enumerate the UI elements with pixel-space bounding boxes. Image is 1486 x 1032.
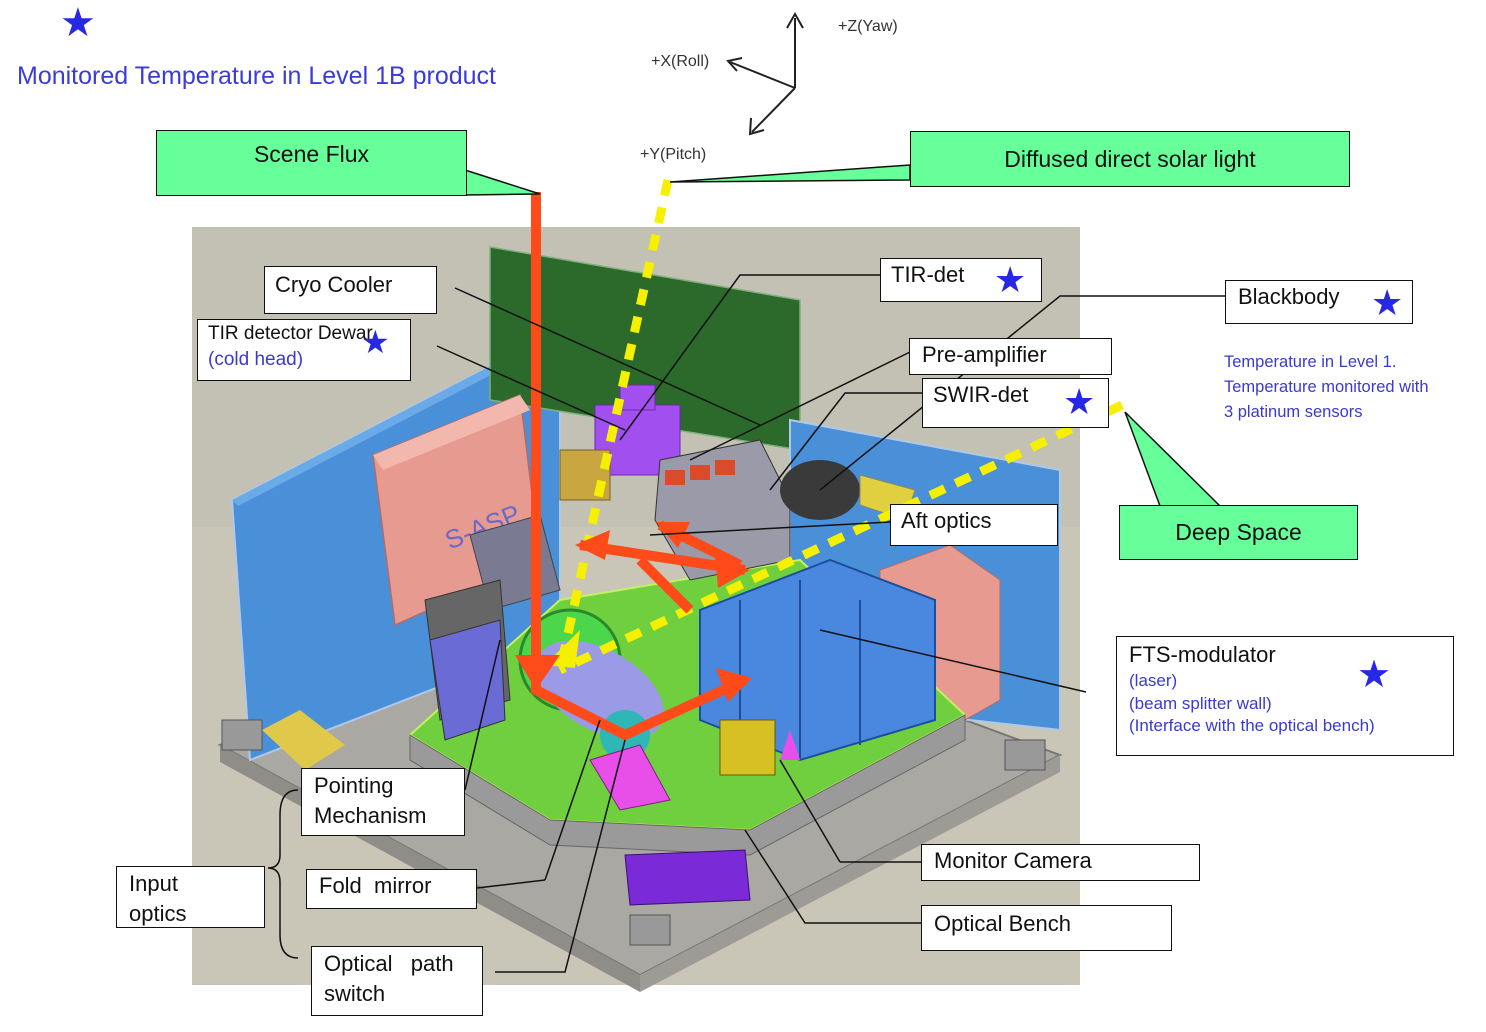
deep-space-callout: Deep Space xyxy=(1119,505,1358,560)
input-optics-label: Input optics xyxy=(116,866,265,928)
aft-beam-3 xyxy=(636,556,694,614)
tir-det-label: TIR-det ★ xyxy=(880,258,1042,302)
fts-modulator-frame xyxy=(699,558,936,762)
magenta-base xyxy=(589,744,671,811)
fts-star-icon: ★ xyxy=(1357,654,1392,696)
tir-dewar-subtext: (cold head) xyxy=(208,348,304,370)
deep-space-pointer xyxy=(1124,411,1222,507)
fts-sub-line: (laser) xyxy=(1129,670,1178,690)
input-optics-text: optics xyxy=(129,900,187,926)
star-icon: ★ xyxy=(60,1,96,45)
pointing-mechanism-label: Pointing Mechanism xyxy=(301,768,465,836)
swir-det-label: SWIR-det ★ xyxy=(922,378,1109,428)
tir-dewar-star-icon: ★ xyxy=(361,324,390,360)
swir-det-star-icon: ★ xyxy=(1063,381,1096,422)
blackbody-note-line: Temperature in Level 1. xyxy=(1224,353,1397,371)
scene-flux-beam xyxy=(531,192,748,741)
pre-amplifier-text: Pre-amplifier xyxy=(922,342,1047,367)
tir-dewar-label: TIR detector Dewar (cold head) ★ xyxy=(197,319,411,381)
tir-det-text: TIR-det xyxy=(891,262,965,287)
pointing-mechanism-text: Mechanism xyxy=(314,802,427,828)
pointing-mechanism-text: Pointing xyxy=(314,773,394,798)
monitor-camera-label: Monitor Camera xyxy=(921,844,1200,881)
tir-dewar-text: TIR detector Dewar xyxy=(208,323,373,344)
coordinate-axes xyxy=(726,11,804,136)
fold-mirror-text: Fold mirror xyxy=(319,873,432,898)
cryo-cooler-label: Cryo Cooler xyxy=(264,266,437,314)
blackbody-note-line: 3 platinum sensors xyxy=(1224,402,1363,421)
blackbody-note: Temperature in Level 1. Temperature moni… xyxy=(1224,350,1429,424)
swir-det-text: SWIR-det xyxy=(933,382,1029,407)
blackbody-note-line: Temperature monitored with xyxy=(1224,377,1429,396)
blackbody-text: Blackbody xyxy=(1238,284,1340,309)
legend-text: Monitored Temperature in Level 1B produc… xyxy=(17,62,496,90)
optical-path-text: switch xyxy=(324,980,386,1006)
pre-amplifier-label: Pre-amplifier xyxy=(909,338,1112,375)
axis-z-label: +Z(Yaw) xyxy=(838,18,898,35)
monitor-camera-shape xyxy=(719,719,776,776)
tir-det-star-icon: ★ xyxy=(994,259,1027,300)
blackbody-star-icon: ★ xyxy=(1371,282,1404,323)
aft-optics-label: Aft optics xyxy=(890,504,1058,546)
fts-modulator-label: FTS-modulator (laser) (beam splitter wal… xyxy=(1116,636,1454,756)
axis-y-label: +Y(Pitch) xyxy=(640,146,707,163)
cryo-cooler-text: Cryo Cooler xyxy=(275,272,393,297)
purple-lower-box xyxy=(624,849,751,906)
optical-path-text: Optical path xyxy=(324,951,454,976)
monitor-camera-text: Monitor Camera xyxy=(934,848,1092,873)
diffused-solar-callout: Diffused direct solar light xyxy=(910,131,1350,187)
leader-lines xyxy=(436,274,1225,973)
fts-sub-line: (Interface with the optical bench) xyxy=(1129,716,1375,736)
solar-pointer xyxy=(669,164,911,183)
fold-mirror-label: Fold mirror xyxy=(306,869,477,909)
fts-sub-line: (beam splitter wall) xyxy=(1129,693,1272,713)
axis-x-label: +X(Roll) xyxy=(651,53,710,70)
scene-flux-callout: Scene Flux xyxy=(156,130,467,196)
optical-bench-label: Optical Bench xyxy=(921,905,1172,951)
optical-bench-text: Optical Bench xyxy=(934,911,1071,936)
input-optics-text: Input xyxy=(129,871,178,896)
optical-path-switch-label: Optical path switch xyxy=(311,946,483,1016)
deep-space-path xyxy=(558,400,1124,675)
input-optics-brace xyxy=(267,789,299,959)
blackbody-label: Blackbody ★ xyxy=(1225,280,1413,324)
aft-optics-text: Aft optics xyxy=(901,508,992,533)
scene-flux-pointer xyxy=(464,168,541,196)
fts-modulator-text: FTS-modulator xyxy=(1129,642,1276,667)
